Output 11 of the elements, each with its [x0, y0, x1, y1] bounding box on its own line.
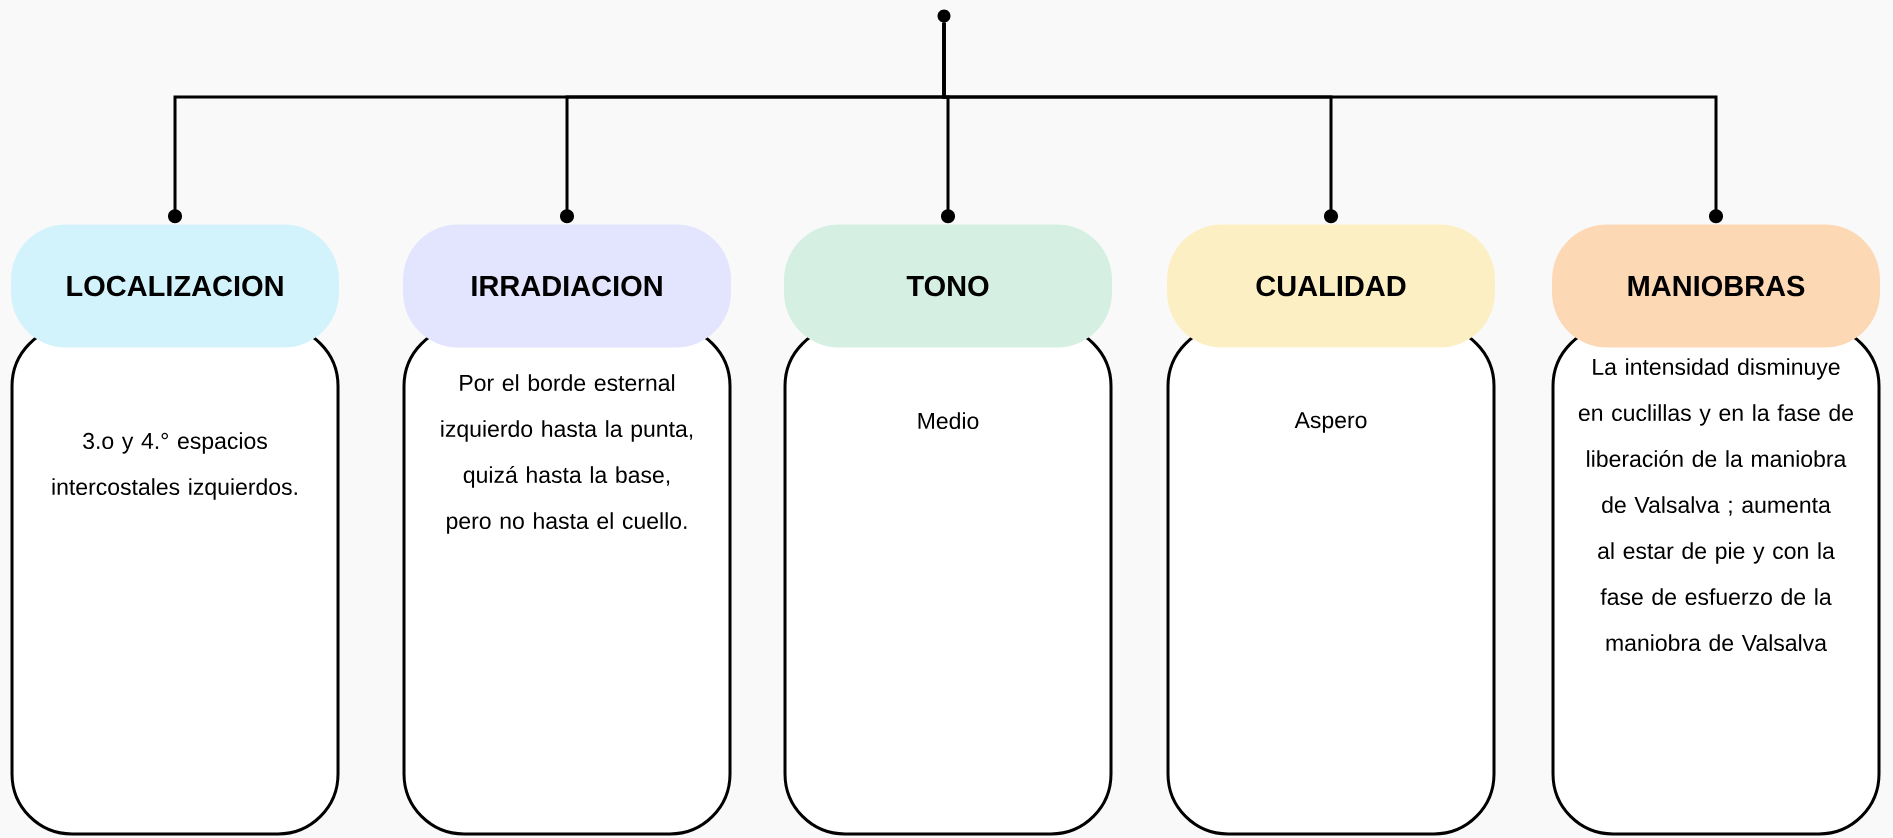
text-card: Medio [783, 324, 1113, 836]
header-pill: IRRADIACION [403, 224, 731, 348]
text-card: Por el borde esternal izquierdo hasta la punta, quizá hasta la base, pero no hasta el cuello. [402, 324, 732, 836]
text-card: La intensidad disminuye en cuclillas y en la fase de liberación de la maniobra de Valsalva ; aumenta al estar de pie y con la fase de esfuerzo de la maniobra de Valsalva [1551, 324, 1881, 836]
header-pill: MANIOBRAS [1552, 224, 1880, 348]
header-pill: LOCALIZACION [11, 224, 339, 348]
header-pill: CUALIDAD [1167, 224, 1495, 348]
text-card: Aspero [1166, 324, 1496, 836]
connector-line [942, 22, 1723, 224]
text-card: 3.o y 4.° espacios intercostales izquierdos. [10, 324, 340, 836]
header-pill: TONO [784, 224, 1112, 348]
